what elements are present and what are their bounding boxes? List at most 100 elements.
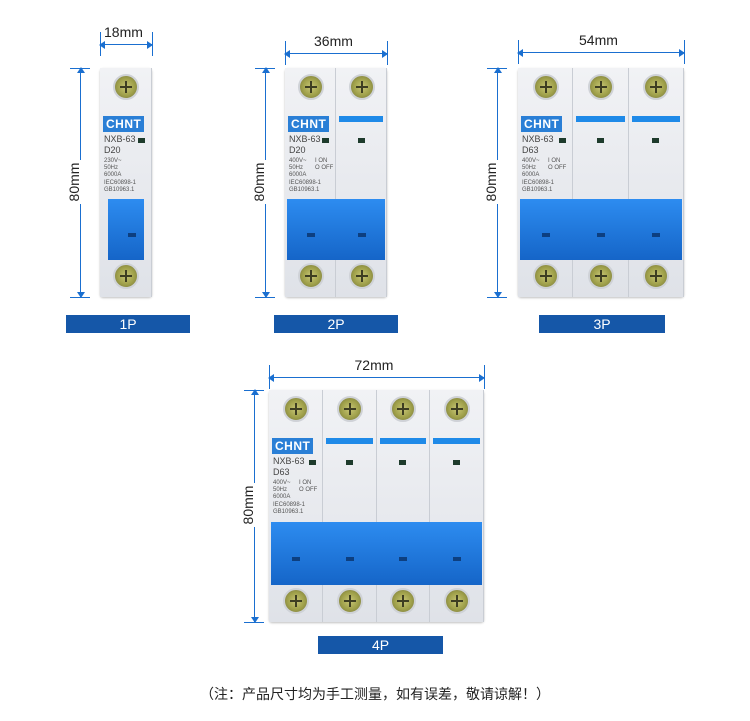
- standard-line: GB10963.1: [273, 509, 304, 515]
- terminal-screw-icon: [336, 588, 363, 614]
- rating: D20: [289, 145, 306, 155]
- spec-line: 6000A: [104, 172, 122, 178]
- status-window: [453, 460, 461, 465]
- spec-line: 50Hz: [289, 165, 304, 171]
- height-label: 80mm: [251, 159, 267, 204]
- standard-line: IEC60898-1: [104, 180, 137, 186]
- rating: D63: [273, 467, 290, 477]
- terminal-screw-icon: [587, 74, 614, 100]
- standard-line: GB10963.1: [104, 187, 135, 193]
- brand-logo: CHNT: [103, 116, 145, 132]
- brand-logo: CHNT: [272, 438, 314, 454]
- status-window: [399, 460, 407, 465]
- brand-logo: CHNT: [288, 116, 330, 132]
- handle-slot: [541, 232, 550, 237]
- terminal-screw-icon: [297, 74, 324, 100]
- handle-slot: [291, 556, 300, 561]
- width-dimension-line: [99, 41, 153, 49]
- pole-color-strip: [379, 438, 427, 444]
- model-number: NXB-63: [273, 456, 305, 466]
- on-off-mark: O OFF: [548, 165, 567, 171]
- terminal-screw-icon: [643, 74, 670, 100]
- toggle-handle[interactable]: [108, 198, 144, 261]
- status-window: [357, 138, 365, 143]
- terminal-screw-icon: [532, 263, 559, 289]
- pole-color-strip: [339, 116, 383, 122]
- terminal-screw-icon: [390, 588, 417, 614]
- handle-slot: [128, 232, 136, 237]
- breaker-pole: [573, 68, 629, 297]
- standard-line: IEC60898-1: [273, 502, 306, 508]
- spec-line: 400V~: [289, 158, 307, 164]
- breaker-pole: [336, 68, 387, 297]
- terminal-screw-icon: [336, 396, 363, 422]
- handle-slot: [357, 232, 366, 237]
- measurement-note: （注：产品尺寸均为手工测量，如有误差，敬请谅解！）: [200, 686, 550, 702]
- model-number: NXB-63: [522, 134, 554, 144]
- toggle-handle[interactable]: [520, 198, 682, 261]
- status-window: [308, 460, 316, 465]
- width-label: 18mm: [102, 24, 145, 40]
- breaker-pole: [322, 390, 377, 622]
- standard-line: IEC60898-1: [289, 180, 322, 186]
- on-off-mark: I ON: [315, 158, 328, 164]
- spec-line: 230V~: [104, 158, 122, 164]
- terminal-screw-icon: [282, 588, 309, 614]
- status-window: [345, 460, 353, 465]
- spec-line: 400V~: [273, 480, 291, 486]
- status-window: [138, 138, 145, 143]
- handle-slot: [399, 556, 408, 561]
- pole-color-strip: [576, 116, 625, 122]
- handle-slot: [597, 232, 605, 237]
- breaker-pole: [430, 390, 484, 622]
- width-dimension-line: [284, 50, 388, 58]
- spec-line: 400V~: [522, 158, 540, 164]
- model-number: NXB-63: [289, 134, 321, 144]
- terminal-screw-icon: [348, 74, 375, 100]
- height-label: 80mm: [240, 483, 256, 527]
- pole-label: 2P: [274, 315, 398, 333]
- handle-slot: [306, 232, 315, 237]
- handle-slot: [345, 556, 354, 561]
- terminal-screw-icon: [348, 263, 375, 289]
- toggle-handle[interactable]: [287, 198, 385, 261]
- terminal-screw-icon: [532, 74, 559, 100]
- terminal-screw-icon: [444, 396, 471, 422]
- terminal-screw-icon: [587, 263, 614, 289]
- pole-color-strip: [433, 438, 480, 444]
- terminal-screw-icon: [643, 263, 670, 289]
- status-window: [559, 138, 567, 143]
- spec-line: 6000A: [289, 172, 307, 178]
- status-window: [596, 138, 604, 143]
- terminal-screw-icon: [282, 396, 309, 422]
- spec-line: 6000A: [273, 494, 291, 500]
- breaker-pole: [376, 390, 431, 622]
- pole-label: 1P: [66, 315, 190, 333]
- width-dimension-line: [517, 49, 685, 57]
- width-label: 72mm: [352, 357, 396, 373]
- toggle-handle[interactable]: [271, 522, 482, 585]
- breaker-pole: [628, 68, 684, 297]
- standard-line: GB10963.1: [289, 187, 320, 193]
- on-off-mark: O OFF: [315, 165, 334, 171]
- width-dimension-line: [268, 374, 485, 382]
- standard-line: IEC60898-1: [522, 180, 555, 186]
- brand-logo: CHNT: [521, 116, 563, 132]
- terminal-screw-icon: [297, 263, 324, 289]
- height-label: 80mm: [483, 159, 499, 204]
- spec-line: 50Hz: [104, 165, 119, 171]
- status-window: [652, 138, 660, 143]
- standard-line: GB10963.1: [522, 187, 553, 193]
- rating: D20: [104, 145, 121, 155]
- handle-slot: [652, 232, 661, 237]
- spec-line: 50Hz: [522, 165, 537, 171]
- spec-line: 50Hz: [273, 487, 288, 493]
- on-off-mark: I ON: [299, 480, 312, 486]
- pole-label: 4P: [318, 636, 443, 654]
- terminal-screw-icon: [390, 396, 417, 422]
